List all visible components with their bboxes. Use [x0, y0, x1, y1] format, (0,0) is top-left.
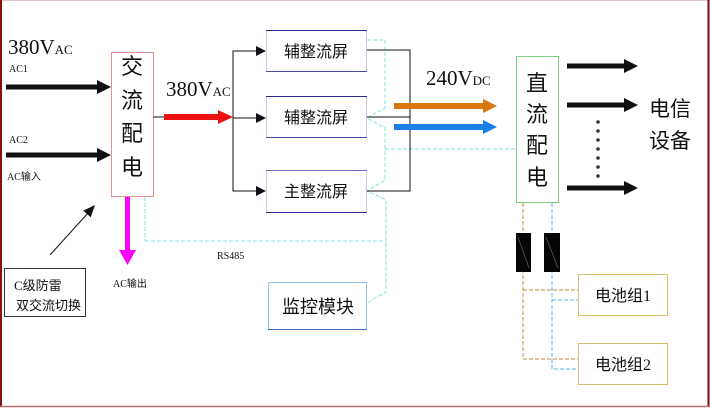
rectifier-border: [266, 170, 367, 213]
ac-distribution-char: 配: [121, 121, 143, 146]
rectifier-label: 辅整流屏: [284, 43, 348, 61]
dc-distribution-char: 流: [526, 102, 548, 127]
dc-output-bus: [367, 49, 411, 192]
battery-label: 电池组2: [595, 356, 651, 374]
battery-border: [578, 274, 668, 316]
monitor-border: [268, 282, 367, 330]
arrowhead-icon: [256, 46, 266, 56]
ac-distribution-border: [111, 52, 154, 197]
ac-output-label: AC输出: [113, 277, 147, 290]
monitor-label: 监控模块: [282, 297, 354, 317]
rectifier-border: [266, 96, 367, 138]
load-arrow: [567, 59, 638, 73]
rectifier-label: 主整流屏: [284, 183, 348, 201]
ac1-input-arrow: [6, 80, 111, 94]
arrowhead-icon: [256, 113, 266, 123]
dc-arrow-orange: [394, 99, 497, 113]
switch-blade-icon: [545, 236, 559, 269]
rectifier-box: 辅整流屏: [266, 30, 367, 72]
battery-box: 电池组2: [578, 343, 668, 385]
ac-feed-arrow: [164, 110, 233, 124]
monitor-module-box: 监控模块: [268, 282, 367, 330]
dc-bus-voltage-label: 240VDC: [426, 66, 491, 90]
dc-distribution-char: 电: [526, 165, 548, 190]
dc-distribution-char: 直: [526, 71, 548, 96]
ellipsis-dots-icon: [596, 120, 600, 178]
ac-output-arrow: [119, 197, 136, 265]
battery-border: [578, 343, 668, 385]
ac-input-caption: AC输入: [7, 170, 41, 183]
ac-distribution-char: 流: [121, 88, 143, 113]
rectifier-feed-bracket: [232, 50, 256, 192]
battery-label: 电池组1: [595, 287, 651, 305]
rectifier-label: 辅整流屏: [284, 109, 348, 127]
annotation-arrowhead-icon: [83, 205, 95, 218]
rectifier-box: 主整流屏: [266, 170, 367, 213]
annotation-line: 双交流切换: [16, 298, 81, 313]
load-label: 电信: [649, 97, 691, 121]
ac-distribution-char: 电: [121, 155, 143, 180]
dc-distribution-box: 直 流 配 电: [516, 56, 559, 203]
rs485-label: RS485: [217, 251, 244, 262]
rs485-line-rectifiers: [365, 39, 387, 304]
switch-blade-icon: [517, 236, 530, 269]
dc-arrow-blue: [394, 120, 497, 134]
ac2-label: AC2: [9, 135, 28, 146]
annotation-pointer: [49, 212, 89, 256]
dc-distribution-border: [516, 56, 559, 203]
battery-switch: [544, 233, 560, 272]
ac-bus-voltage-label: 380VAC: [166, 77, 231, 101]
arrowhead-icon: [256, 186, 266, 196]
ac2-input-arrow: [6, 148, 111, 162]
battery-wire-orange: [522, 203, 578, 360]
ac-distribution-box: 交 流 配 电: [111, 52, 154, 197]
battery-wire-blue: [551, 203, 578, 370]
rectifier-box: 辅整流屏: [266, 96, 367, 138]
dc-distribution-char: 配: [526, 133, 548, 158]
battery-switch: [516, 233, 531, 272]
load-label: 设备: [649, 129, 691, 153]
rs485-bus: [144, 39, 516, 304]
ac1-label: AC1: [9, 64, 28, 75]
annotation-border: [4, 268, 86, 317]
load-arrow: [567, 98, 638, 112]
ac-distribution-char: 交: [121, 54, 143, 79]
annotation-box: C级防雷 双交流切换: [4, 268, 86, 317]
load-arrow: [567, 181, 638, 195]
annotation-line: C级防雷: [14, 278, 62, 293]
ac-input-voltage-label: 380VAC: [8, 35, 73, 59]
battery-box: 电池组1: [578, 274, 668, 316]
